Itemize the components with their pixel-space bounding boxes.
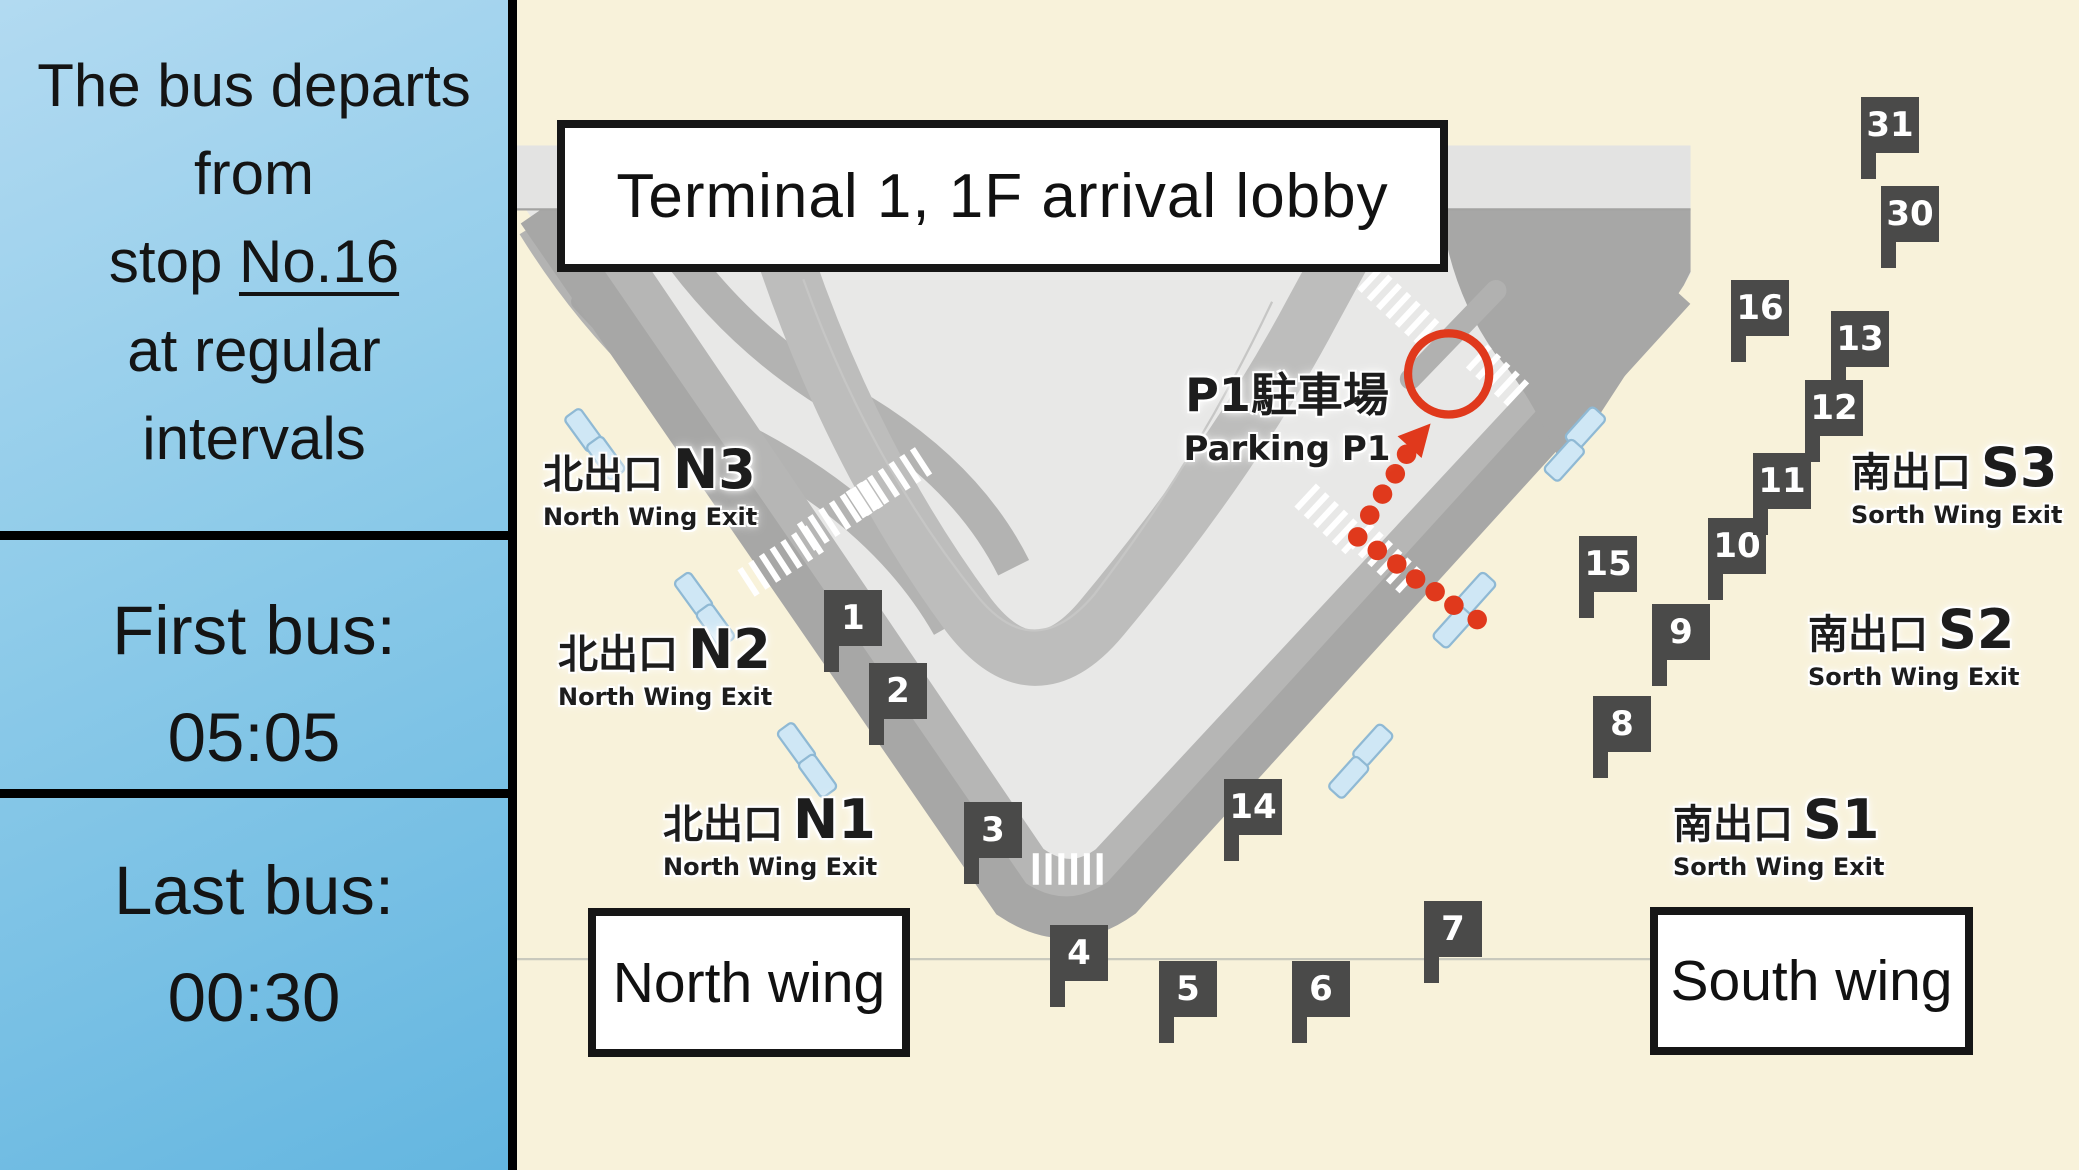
note-line-1: The bus departs bbox=[37, 52, 471, 119]
map-label-overlay: Terminal 1, 1F arrival lobby P1駐車場 Parki… bbox=[517, 0, 2079, 1170]
stop-flag-5: 5 bbox=[1159, 961, 1217, 1043]
stop-flag-31: 31 bbox=[1861, 97, 1919, 179]
departure-note: The bus departs from stop No.16 at regul… bbox=[0, 0, 508, 531]
stop-flag-8: 8 bbox=[1593, 696, 1651, 778]
stop-flag-15: 15 bbox=[1579, 536, 1637, 618]
exit-en-S2: Sorth Wing Exit bbox=[1808, 663, 2020, 691]
note-line-4: at regular bbox=[127, 316, 381, 384]
stop-flag-1: 1 bbox=[824, 590, 882, 672]
exit-jp-N1: 北出口 bbox=[663, 802, 783, 848]
stop-flag-12: 12 bbox=[1805, 380, 1863, 462]
first-bus-section: First bus: 05:05 bbox=[0, 531, 508, 789]
exit-jp-N3: 北出口 bbox=[543, 452, 663, 498]
stop-flag-13: 13 bbox=[1831, 311, 1889, 393]
stop-number-underlined: No.16 bbox=[238, 228, 400, 296]
first-bus-label: First bus: bbox=[112, 592, 396, 669]
bus-info-sidebar: The bus departs from stop No.16 at regul… bbox=[0, 0, 517, 1170]
exit-code-S3: S3 bbox=[1981, 436, 2058, 499]
note-line-3: stop No.16 bbox=[108, 228, 400, 296]
northbound-road-area bbox=[1424, 208, 1691, 471]
parking-curb bbox=[802, 278, 1274, 632]
parking-label-en: Parking P1 bbox=[1183, 429, 1391, 469]
map-title: Terminal 1, 1F arrival lobby bbox=[616, 161, 1389, 231]
stop-flag-7: 7 bbox=[1424, 901, 1482, 983]
last-bus-section: Last bus: 00:30 bbox=[0, 789, 508, 1170]
parking-label-jp: P1駐車場 bbox=[1185, 368, 1389, 422]
last-bus-time: 00:30 bbox=[167, 958, 341, 1036]
last-bus-label: Last bus: bbox=[113, 852, 394, 929]
exit-code-N3: N3 bbox=[673, 438, 756, 501]
exit-en-S1: Sorth Wing Exit bbox=[1673, 853, 1885, 881]
south-wing-box: South wing bbox=[1650, 907, 1973, 1055]
stop-flag-6: 6 bbox=[1292, 961, 1350, 1043]
exit-code-S1: S1 bbox=[1803, 788, 1880, 851]
exit-code-N1: N1 bbox=[793, 788, 876, 851]
exit-en-N3: North Wing Exit bbox=[543, 503, 758, 531]
note-line-2: from bbox=[194, 140, 314, 208]
exit-doors bbox=[564, 406, 1606, 799]
route-dotted-arrow bbox=[1347, 423, 1487, 630]
exit-en-S3: Sorth Wing Exit bbox=[1851, 501, 2063, 529]
note-line-5: intervals bbox=[142, 404, 366, 472]
stop-flag-14: 14 bbox=[1224, 779, 1282, 861]
stop-flag-3: 3 bbox=[964, 802, 1022, 884]
exit-en-N1: North Wing Exit bbox=[663, 853, 878, 881]
exit-jp-S3: 南出口 bbox=[1851, 450, 1971, 496]
exit-jp-S1: 南出口 bbox=[1673, 802, 1793, 848]
stop-flag-30: 30 bbox=[1881, 186, 1939, 268]
highlight-circle-stop16 bbox=[1403, 329, 1494, 419]
inner-ring-road bbox=[746, 195, 1393, 686]
stop-flag-2: 2 bbox=[869, 663, 927, 745]
map-title-box: Terminal 1, 1F arrival lobby bbox=[557, 120, 1448, 272]
first-bus-time: 05:05 bbox=[167, 698, 341, 776]
terminal-map: Terminal 1, 1F arrival lobby P1駐車場 Parki… bbox=[517, 0, 2079, 1170]
stop-flag-9: 9 bbox=[1652, 604, 1710, 686]
stop-flag-10: 10 bbox=[1708, 518, 1766, 600]
exit-jp-N2: 北出口 bbox=[558, 632, 678, 678]
north-wing-label: North wing bbox=[612, 950, 886, 1015]
south-wing-label: South wing bbox=[1670, 949, 1953, 1013]
stop-flag-11: 11 bbox=[1753, 453, 1811, 535]
exit-code-S2: S2 bbox=[1938, 598, 2015, 661]
exit-en-N2: North Wing Exit bbox=[558, 683, 773, 711]
stop-flag-4: 4 bbox=[1050, 925, 1108, 1007]
outer-ring-road bbox=[566, 201, 1656, 906]
north-wing-box: North wing bbox=[588, 908, 910, 1057]
exit-jp-S2: 南出口 bbox=[1808, 612, 1928, 658]
stop-flag-16: 16 bbox=[1731, 280, 1789, 362]
terminal-edge-band bbox=[520, 199, 1691, 939]
exit-code-N2: N2 bbox=[688, 618, 771, 681]
parking-label: P1駐車場 Parking P1 bbox=[1097, 372, 1477, 466]
